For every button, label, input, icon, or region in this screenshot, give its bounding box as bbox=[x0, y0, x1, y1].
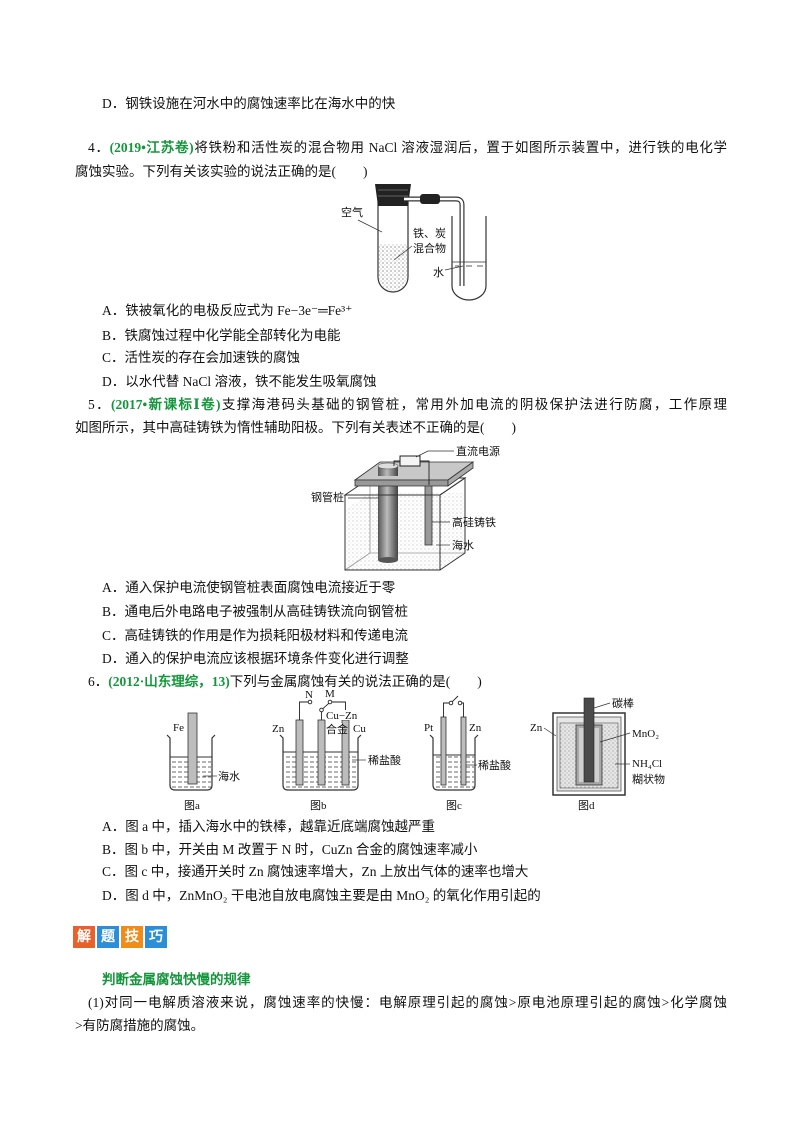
label-pt: Pt bbox=[424, 722, 433, 734]
label-air: 空气 bbox=[341, 205, 363, 219]
figure-d: 碳棒 Zn MnO₂ NH₄Cl 糊状物 图d bbox=[530, 696, 665, 812]
iron-carbon-mixture bbox=[379, 244, 407, 291]
caption-b: 图b bbox=[310, 799, 327, 812]
tank-front-edges bbox=[344, 477, 466, 571]
label-dc-power: 直流电源 bbox=[456, 444, 500, 458]
q5-option-a: A．通入保护电流使钢管桩表面腐蚀电流接近于零 bbox=[102, 580, 396, 595]
circuit-wires bbox=[393, 460, 430, 485]
q6-source: (2012·山东理综，13) bbox=[108, 674, 230, 689]
q5-stem-line-2: 如图所示，其中高硅铸铁为惰性辅助阳极。下列有关表述不正确的是( ) bbox=[75, 420, 516, 435]
q5-option-d: D．通入的保护电流应该根据环境条件变化进行调整 bbox=[102, 651, 409, 666]
label-nh4cl: NH₄Cl bbox=[632, 758, 662, 770]
label-seawater-a: 海水 bbox=[218, 769, 240, 783]
q4-source: (2019•江苏卷) bbox=[109, 140, 194, 155]
q6-option-a: A．图 a 中，插入海水中的铁棒，越靠近底端腐蚀越严重 bbox=[102, 819, 435, 834]
label-mixture-2: 混合物 bbox=[413, 241, 446, 255]
label-n: N bbox=[305, 689, 313, 701]
label-m: M bbox=[325, 688, 335, 700]
test-tube bbox=[377, 202, 409, 293]
q4-number: 4． bbox=[88, 140, 110, 155]
label-high-silicon-iron: 高硅铸铁 bbox=[452, 515, 496, 529]
label-zn-c: Zn bbox=[469, 722, 482, 734]
water-level bbox=[452, 261, 486, 267]
banner-char-1: 解 bbox=[73, 926, 95, 948]
q6-option-c: C．图 c 中，接通开关时 Zn 腐蚀速率增大，Zn 上放出气体的速率也增大 bbox=[102, 864, 529, 879]
q4-option-c: C．活性炭的存在会加速铁的腐蚀 bbox=[102, 350, 301, 365]
dc-power-box bbox=[399, 455, 421, 467]
water-cylinder bbox=[451, 216, 487, 301]
pt-rod bbox=[440, 716, 447, 786]
q4-stem-text-1: 将铁粉和活性炭的混合物用 NaCl 溶液湿润后，置于如图所示装置中，进行铁的电化… bbox=[193, 140, 728, 155]
switch-c bbox=[443, 695, 464, 717]
banner-char-3: 技 bbox=[121, 926, 143, 948]
label-mno2: MnO₂ bbox=[632, 728, 659, 740]
steel-pile bbox=[378, 470, 398, 563]
tips-heading: 判断金属腐蚀快慢的规律 bbox=[102, 972, 251, 987]
beaker-b bbox=[279, 734, 362, 791]
q4-stem-line-2: 腐蚀实验。下列有关该实验的说法正确的是( ) bbox=[75, 164, 368, 179]
high-silicon-iron-rod bbox=[424, 484, 433, 546]
cu-zn-alloy-rod bbox=[317, 719, 326, 786]
caption-d: 图d bbox=[578, 799, 595, 812]
label-cu-zn: Cu−Zn bbox=[326, 710, 358, 722]
q4-option-a: A．铁被氧化的电极反应式为 Fe−3e⁻═Fe³⁺ bbox=[102, 303, 353, 318]
label-hcl-b: 稀盐酸 bbox=[368, 753, 401, 767]
seawater-tank bbox=[343, 477, 467, 571]
q6-option-b: B．图 b 中，开关由 M 改置于 N 时，CuZn 合金的腐蚀速率减小 bbox=[102, 842, 478, 857]
tube-clamp bbox=[420, 194, 440, 204]
label-carbon-rod: 碳棒 bbox=[612, 696, 634, 710]
q4-stem-line-1: 4．(2019•江苏卷)将铁粉和活性炭的混合物用 NaCl 溶液湿润后，置于如图… bbox=[88, 138, 727, 158]
iron-rod bbox=[187, 712, 198, 785]
q6-number: 6． bbox=[88, 674, 109, 689]
label-paste: 糊状物 bbox=[632, 772, 665, 786]
beaker-a bbox=[166, 734, 216, 791]
figure-a: Fe 海水 图a bbox=[166, 712, 240, 812]
q4-option-d: D．以水代替 NaCl 溶液，铁不能发生吸氧腐蚀 bbox=[102, 374, 377, 389]
zn-rod-b bbox=[295, 719, 304, 786]
q5-option-c: C．高硅铸铁的作用是作为损耗阳极材料和传递电流 bbox=[102, 628, 409, 643]
label-mixture-1: 铁、炭 bbox=[413, 227, 446, 240]
q4-option-b: B．铁腐蚀过程中化学能全部转化为电能 bbox=[102, 328, 341, 343]
q5-cathodic-protection-figure: 直流电源 钢管桩 高硅铸铁 海水 bbox=[311, 444, 500, 571]
label-cu: Cu bbox=[353, 723, 366, 735]
q4-apparatus-figure: 空气 铁、炭 混合物 水 bbox=[341, 184, 487, 301]
label-alloy: 合金 bbox=[326, 722, 348, 736]
label-hcl-c: 稀盐酸 bbox=[478, 758, 511, 772]
label-seawater: 海水 bbox=[452, 538, 474, 552]
caption-c: 图c bbox=[446, 799, 462, 812]
banner-char-4: 巧 bbox=[145, 926, 167, 948]
q3-option-d: D．钢铁设施在河水中的腐蚀速率比在海水中的快 bbox=[102, 96, 396, 111]
q5-stem-text-1: 支撑海港码头基础的钢管桩，常用外加电流的阴极保护法进行防腐，工作原理 bbox=[220, 397, 727, 412]
label-fe: Fe bbox=[173, 722, 184, 734]
beaker-c bbox=[429, 734, 479, 791]
q6-option-d: D．图 d 中，ZnMnO₂ 干电池自放电腐蚀主要是由 MnO₂ 的氧化作用引起… bbox=[102, 888, 541, 903]
caption-a: 图a bbox=[184, 799, 200, 812]
banner-char-2: 题 bbox=[97, 926, 119, 948]
label-water: 水 bbox=[433, 266, 444, 279]
label-steel-pile: 钢管桩 bbox=[311, 490, 344, 504]
tips-line-1: (1)对同一电解质溶液来说，腐蚀速率的快慢：电解原理引起的腐蚀>原电池原理引起的… bbox=[88, 995, 727, 1010]
figure-b: N M Zn Cu−Zn 合金 Cu 稀盐酸 图b bbox=[272, 688, 401, 812]
zn-rod-c bbox=[460, 716, 467, 786]
label-zn-b: Zn bbox=[272, 723, 285, 735]
q6-stem: 6．(2012·山东理综，13)下列与金属腐蚀有关的说法正确的是( ) bbox=[88, 672, 482, 692]
figure-c: Pt Zn 稀盐酸 图c bbox=[424, 695, 511, 812]
carbon-rod bbox=[583, 697, 595, 783]
q5-option-b: B．通电后外电路电子被强制从高硅铸铁流向钢管桩 bbox=[102, 604, 409, 619]
steel-pile-top bbox=[377, 462, 399, 476]
tips-line-2: >有防腐措施的腐蚀。 bbox=[75, 1018, 205, 1033]
q5-stem-line-1: 5．(2017•新课标Ⅰ卷)支撑海港码头基础的钢管桩，常用外加电流的阴极保护法进… bbox=[88, 395, 727, 415]
q6-corrosion-figures: Fe 海水 图a N M Zn bbox=[166, 688, 665, 812]
label-zn-d: Zn bbox=[530, 722, 543, 734]
q6-stem-text: 下列与金属腐蚀有关的说法正确的是( ) bbox=[229, 674, 482, 689]
glass-tube bbox=[404, 196, 465, 286]
q5-source: (2017•新课标Ⅰ卷) bbox=[111, 397, 221, 412]
rubber-stopper bbox=[375, 184, 411, 206]
q5-number: 5． bbox=[88, 397, 112, 412]
